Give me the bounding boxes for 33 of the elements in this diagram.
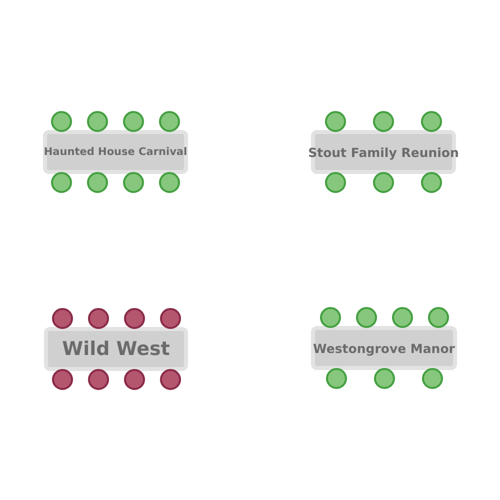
- seat-circle: [88, 308, 108, 328]
- seat-circle: [122, 110, 144, 132]
- seat-circle: [52, 308, 72, 328]
- seat-circle: [422, 368, 442, 388]
- table-label: Haunted House Carnival: [43, 130, 188, 174]
- seat-circle: [320, 306, 340, 328]
- seat-circle: [324, 110, 346, 132]
- seat-circle: [160, 308, 180, 328]
- seat-circle: [324, 172, 346, 192]
- table-label: Stout Family Reunion: [311, 130, 456, 174]
- seat-circle: [86, 172, 108, 192]
- seat-circle: [122, 172, 144, 192]
- seat-circle: [86, 110, 108, 132]
- seat-circle: [374, 368, 394, 388]
- seat-circle: [160, 368, 180, 390]
- seat-circle: [372, 110, 394, 132]
- seat-circle: [158, 172, 180, 192]
- seat-circle: [88, 368, 108, 390]
- table-label: Westongrove Manor: [311, 326, 457, 370]
- seat-circle: [356, 306, 376, 328]
- seat-circle: [124, 368, 144, 390]
- seat-circle: [124, 308, 144, 328]
- seat-circle: [420, 110, 442, 132]
- seat-circle: [372, 172, 394, 192]
- seat-circle: [50, 110, 72, 132]
- table-label: Wild West: [44, 327, 188, 371]
- seat-circle: [158, 110, 180, 132]
- seat-circle: [50, 172, 72, 192]
- seat-circle: [420, 172, 442, 192]
- seat-circle: [326, 368, 346, 388]
- seat-circle: [392, 306, 412, 328]
- seat-circle: [52, 368, 72, 390]
- seat-circle: [428, 306, 448, 328]
